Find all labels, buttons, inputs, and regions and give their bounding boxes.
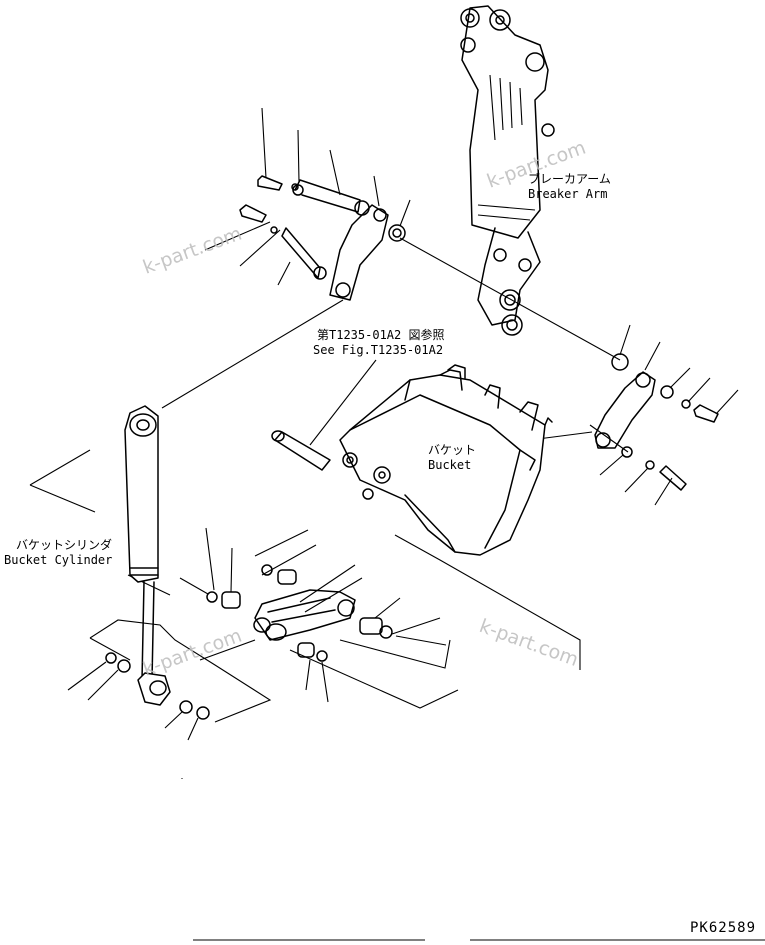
breaker-arm	[460, 5, 555, 336]
lower-link-assembly	[179, 527, 459, 709]
bucket-label-jp: バケット	[428, 443, 477, 457]
breaker-arm-label-jp: ブレーカアーム	[528, 172, 611, 186]
figure-number: PK62589	[690, 920, 757, 936]
bucket-cylinder-label: バケットシリンダ Bucket Cylinder	[4, 538, 112, 568]
reference-label: 第T1235-01A2 図参照 See Fig.T1235-01A2	[313, 328, 444, 358]
breaker-arm-label: ブレーカアーム Breaker Arm	[528, 172, 611, 202]
breaker-arm-label-en: Breaker Arm	[528, 187, 608, 201]
bucket-label-en: Bucket	[428, 458, 472, 472]
bucket-cylinder-label-en: Bucket Cylinder	[4, 553, 113, 567]
bottom-rules	[181, 778, 765, 941]
reference-label-en: See Fig.T1235-01A2	[313, 343, 444, 357]
bucket-pin	[271, 359, 377, 471]
left-link-assembly	[204, 107, 411, 301]
bucket	[339, 364, 581, 670]
assembly-lines	[29, 237, 621, 596]
bucket-label: バケット Bucket	[428, 443, 476, 473]
right-link-assembly	[529, 324, 739, 506]
bucket-cylinder-label-jp: バケットシリンダ	[16, 538, 113, 552]
bucket-cylinder	[67, 405, 272, 741]
reference-label-jp: 第T1235-01A2 図参照	[317, 328, 445, 342]
